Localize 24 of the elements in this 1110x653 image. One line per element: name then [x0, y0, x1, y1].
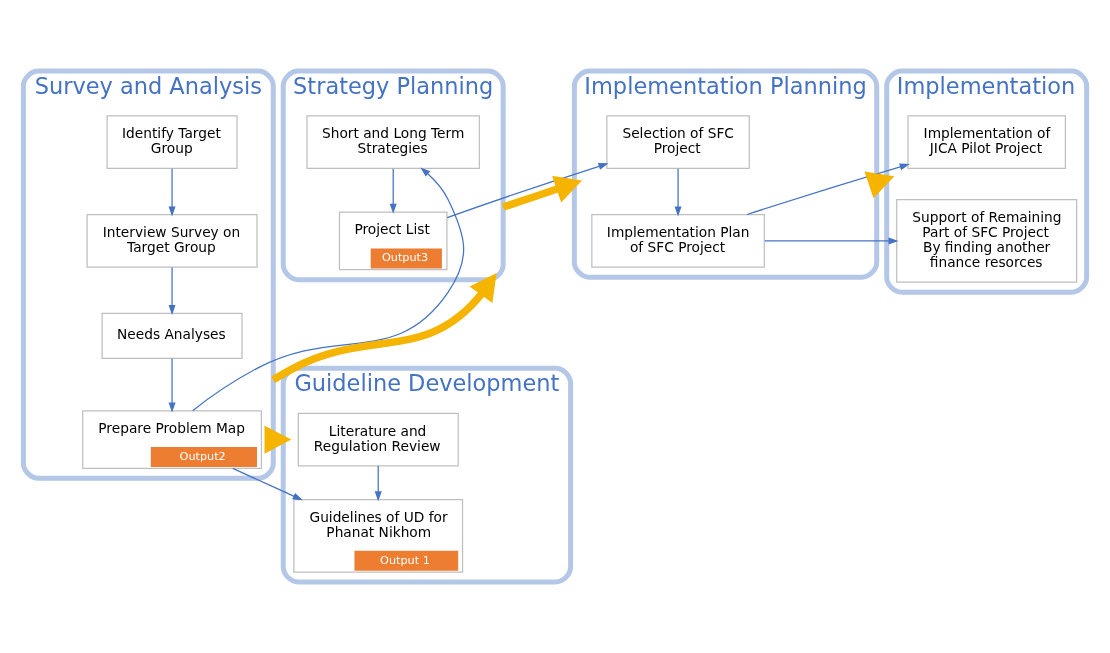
arrow [501, 175, 582, 211]
node-box: Literature and Regulation Review [297, 412, 459, 467]
node-box: Implementation Plan of SFC Project [591, 214, 765, 268]
node-box: Implementation of JICA Pilot Project [907, 115, 1066, 170]
arrow [168, 266, 176, 316]
arrow [168, 168, 176, 217]
node-box: Short and Long Term Strategies [306, 115, 481, 170]
arrow [192, 167, 465, 412]
node-box: Support of Remaining Part of SFC Project By finding another finance resorces [896, 199, 1078, 283]
node-box: Interview Survey on Target Group [86, 214, 258, 268]
arrow [271, 273, 497, 383]
arrow [864, 171, 895, 199]
arrow [232, 467, 303, 501]
node-box: Needs Analyses [101, 312, 243, 359]
arrow [264, 425, 292, 454]
node-box: Selection of SFC Project [606, 115, 750, 170]
arrow [446, 163, 609, 219]
arrow [168, 357, 176, 413]
arrow [374, 465, 382, 502]
node-box: Identify Target Group [106, 115, 238, 170]
arrow [389, 168, 397, 214]
arrow [764, 237, 899, 245]
arrow [674, 168, 682, 217]
arrow [746, 163, 910, 216]
